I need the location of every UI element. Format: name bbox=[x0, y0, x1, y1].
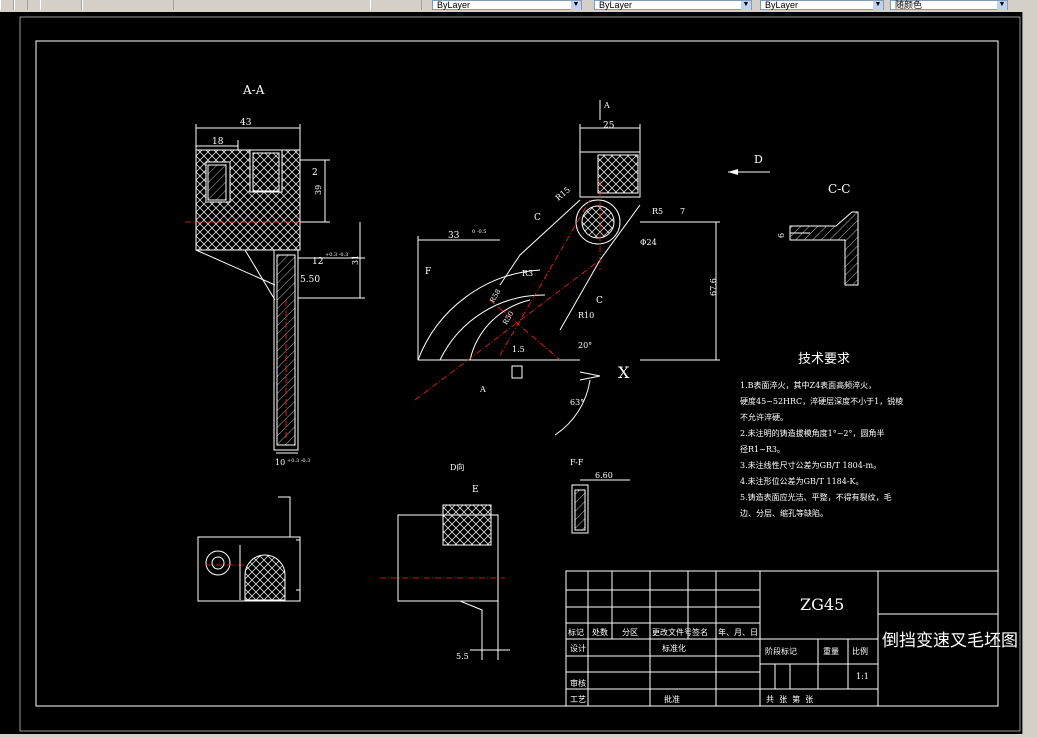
layer-match-icon[interactable] bbox=[370, 0, 422, 10]
dim-2: 2 bbox=[312, 168, 318, 178]
material-text: ZG45 bbox=[800, 595, 844, 614]
outer-frame bbox=[35, 40, 999, 707]
dim-phi24: Φ24 bbox=[640, 238, 657, 247]
section-ff-view bbox=[571, 479, 630, 534]
chevron-down-icon[interactable]: ▼ bbox=[741, 1, 751, 10]
view-d-label: D bbox=[754, 153, 763, 166]
dim-6-cc: 6 bbox=[777, 233, 786, 238]
open-file-icon[interactable] bbox=[14, 0, 28, 10]
dim-39: 39 bbox=[314, 185, 323, 195]
dim-1-5: 1.5 bbox=[512, 345, 525, 354]
dim-r50: R50 bbox=[501, 310, 515, 326]
label-a-top: A bbox=[603, 101, 610, 110]
dim-10: 10 bbox=[275, 458, 285, 467]
section-aa-label: A-A bbox=[242, 83, 265, 97]
vertical-scrollbar[interactable] bbox=[1022, 12, 1037, 734]
label-scale: 比例 bbox=[852, 646, 868, 656]
tech-line-5: 径R1~R3。 bbox=[740, 444, 785, 454]
toolbar: ByLayer ▼ ByLayer ▼ ByLayer ▼ 随颜色 ▼ bbox=[0, 0, 1037, 13]
label-review: 审核 bbox=[570, 678, 586, 688]
dim-7: 7 bbox=[680, 207, 685, 216]
dim-5-5: 5.5 bbox=[456, 652, 469, 661]
label-x: X bbox=[618, 363, 630, 382]
layer-tool-icon[interactable] bbox=[40, 0, 82, 10]
main-fork-view bbox=[414, 100, 770, 436]
label-approve: 批准 bbox=[664, 694, 680, 704]
layer-combo-3[interactable]: ByLayer ▼ bbox=[760, 0, 884, 10]
dim-31: 31 bbox=[351, 255, 360, 265]
dim-r10: R10 bbox=[578, 311, 594, 320]
header-sign: 签名 bbox=[692, 627, 708, 637]
header-date: 年、月、日 bbox=[718, 627, 758, 637]
scale-value: 1:1 bbox=[856, 672, 869, 681]
header-change-doc: 更改文件号 bbox=[652, 627, 692, 637]
drawing-name: 倒挡变速叉毛坯图 bbox=[882, 631, 1018, 651]
dim-5-50: 5.50 bbox=[300, 275, 320, 285]
chevron-down-icon[interactable]: ▼ bbox=[873, 1, 883, 10]
layer-combo-1-value: ByLayer bbox=[437, 0, 471, 10]
label-c-upper: C bbox=[534, 213, 541, 223]
label-e: E bbox=[472, 485, 479, 495]
header-mark: 标记 bbox=[568, 627, 584, 637]
bottom-left-view bbox=[197, 496, 301, 602]
label-weight: 重量 bbox=[823, 646, 839, 656]
sheet-border bbox=[19, 16, 1021, 732]
dim-r58: R58 bbox=[488, 288, 502, 304]
dim-6-60: 6.60 bbox=[595, 471, 613, 480]
tech-line-6: 3.未注线性尺寸公差为GB/T 1804-m。 bbox=[740, 460, 881, 470]
dim-12: 12 bbox=[312, 257, 323, 267]
section-aa-view bbox=[185, 124, 365, 454]
label-design: 设计 bbox=[570, 643, 586, 653]
header-zone: 分区 bbox=[622, 628, 638, 637]
tech-line-4: 2.未注明的铸造拔模角度1°~2°，圆角半 bbox=[740, 428, 885, 438]
section-cc-view bbox=[789, 211, 859, 286]
title-block bbox=[565, 570, 999, 707]
dim-43: 43 bbox=[240, 118, 252, 128]
chevron-down-icon[interactable]: ▼ bbox=[997, 1, 1007, 10]
dim-20deg: 20° bbox=[578, 341, 592, 350]
dim-33-tolerance: 0 -0.5 bbox=[472, 229, 486, 235]
color-combo-value: 随颜色 bbox=[895, 0, 923, 10]
tech-line-8: 5.铸造表面应光洁、平整，不得有裂纹，毛 bbox=[740, 492, 892, 502]
dim-25: 25 bbox=[603, 121, 615, 131]
dim-67-6: 67.6 bbox=[709, 278, 718, 296]
dim-33: 33 bbox=[448, 231, 460, 241]
layer-combo-1[interactable]: ByLayer ▼ bbox=[432, 0, 582, 10]
dim-10-tolerance: +0.3 -0.3 bbox=[287, 458, 310, 464]
tech-line-9: 边、分层、缩孔等缺陷。 bbox=[740, 508, 828, 518]
dim-r3: R3 bbox=[522, 269, 533, 278]
horizontal-scrollbar[interactable] bbox=[0, 734, 1037, 737]
dim-18: 18 bbox=[212, 137, 224, 147]
dim-r15: R15 bbox=[554, 185, 572, 202]
dim-63deg: 63° bbox=[570, 398, 584, 407]
view-d bbox=[380, 504, 510, 660]
dim-12-tolerance: +0.3 -0.3 bbox=[325, 252, 348, 258]
tech-line-1: 1.B表面淬火，其中Z4表面高频淬火， bbox=[740, 380, 876, 390]
drawing-canvas[interactable] bbox=[0, 12, 1022, 734]
new-file-icon[interactable] bbox=[0, 0, 14, 10]
header-count: 处数 bbox=[592, 627, 608, 637]
label-process: 工艺 bbox=[570, 695, 586, 704]
color-combo[interactable]: 随颜色 ▼ bbox=[890, 0, 1008, 10]
dim-r5: R5 bbox=[652, 207, 663, 216]
tech-line-2: 硬度45~52HRC，淬硬层深度不小于1，锐棱 bbox=[740, 396, 903, 406]
tech-line-7: 4.未注形位公差为GB/T 1184-K。 bbox=[740, 476, 864, 486]
section-cc-label: C-C bbox=[828, 182, 850, 196]
label-stage-mark: 阶段标记 bbox=[765, 646, 797, 656]
sheet-count: 共 张 第 张 bbox=[766, 694, 813, 704]
label-standard: 标准化 bbox=[662, 643, 686, 653]
view-d-title: D向 bbox=[450, 462, 464, 472]
tech-title: 技术要求 bbox=[798, 352, 850, 367]
section-ff-label: F-F bbox=[570, 458, 584, 467]
layer-combo-2[interactable]: ByLayer ▼ bbox=[594, 0, 752, 10]
label-a-bottom: A bbox=[479, 385, 486, 394]
layer-state-icon[interactable] bbox=[82, 0, 174, 10]
layer-combo-2-value: ByLayer bbox=[599, 0, 633, 10]
tech-line-3: 不允许淬硬。 bbox=[740, 412, 788, 422]
label-f: F bbox=[425, 267, 431, 277]
label-c-lower: C bbox=[596, 296, 603, 306]
layer-combo-3-value: ByLayer bbox=[765, 0, 799, 10]
chevron-down-icon[interactable]: ▼ bbox=[571, 1, 581, 10]
